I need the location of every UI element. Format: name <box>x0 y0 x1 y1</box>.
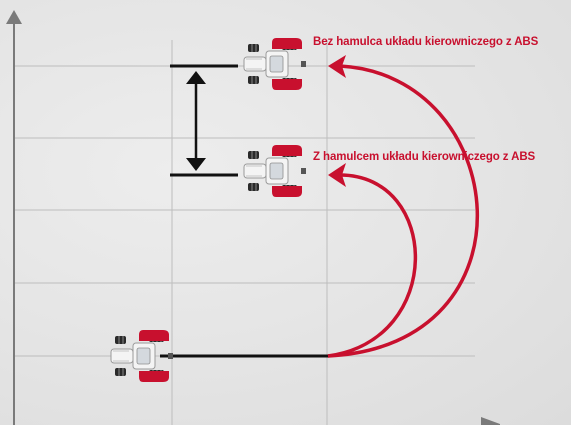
arrow-head-icon <box>481 417 500 425</box>
label-with-abs: Z hamulcem układu kierowniczego z ABS <box>313 151 536 163</box>
travel-lines <box>160 64 328 358</box>
arrow-head-icon <box>328 163 346 187</box>
label-without-abs: Bez hamulca układu kierowniczego z ABS <box>313 36 539 48</box>
path-with-abs <box>327 173 418 358</box>
braking-paths <box>327 64 479 358</box>
path-without-abs <box>327 64 479 358</box>
arrow-head-icon <box>328 55 346 78</box>
arrow-head-icon <box>6 10 22 24</box>
tractor-icon-with-abs <box>243 144 307 198</box>
double-headed-arrow-icon <box>186 71 206 171</box>
vertical-axis <box>6 10 22 425</box>
horizontal-axis-arrow <box>481 417 500 425</box>
tractor-icon-without-abs <box>243 37 307 91</box>
grid <box>15 40 475 425</box>
